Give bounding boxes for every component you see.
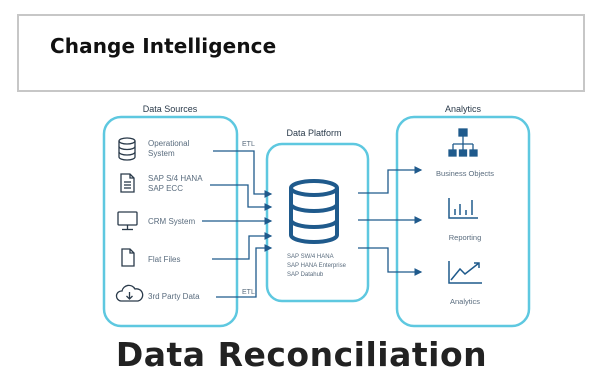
- footer-title: Data Reconciliation: [115, 335, 488, 374]
- source-label-flat-files: Flat Files: [148, 255, 180, 264]
- platform-item-3: SAP Datahub: [287, 272, 324, 278]
- source-label-sap-ecc: SAP ECC: [148, 184, 183, 193]
- sources-title: Data Sources: [143, 104, 198, 114]
- platform-title: Data Platform: [286, 128, 341, 138]
- connector-operational: [213, 150, 273, 198]
- monitor-icon: [117, 211, 138, 231]
- source-label-crm: CRM System: [148, 217, 195, 226]
- source-label-operational: Operational: [148, 139, 190, 148]
- platform-item-2: SAP HANA Enterprise: [287, 263, 347, 269]
- hierarchy-icon: [448, 128, 478, 157]
- analytics-title: Analytics: [445, 104, 482, 114]
- connector-analytics: [358, 247, 423, 276]
- cloud-download-icon: [115, 284, 144, 302]
- source-label-operational-2: System: [148, 149, 175, 158]
- bar-chart-icon: [448, 198, 478, 219]
- analytics-label-analytics: Analytics: [450, 297, 480, 306]
- etl-label-top: ETL: [242, 141, 255, 148]
- source-label-third-party: 3rd Party Data: [148, 292, 200, 301]
- document-icon: [120, 173, 135, 193]
- connector-sap: [210, 184, 273, 211]
- header-box: [17, 14, 585, 92]
- analytics-label-business-objects: Business Objects: [436, 169, 494, 178]
- file-icon: [121, 248, 135, 267]
- etl-label-bottom: ETL: [242, 289, 255, 296]
- analytics-box: [395, 115, 531, 328]
- analytics-label-reporting: Reporting: [449, 233, 482, 242]
- connector-third-party: [216, 244, 273, 298]
- platform-database-icon: [289, 179, 339, 244]
- page-title: Change Intelligence: [50, 34, 277, 58]
- database-icon: [118, 137, 136, 161]
- line-chart-icon: [448, 261, 482, 284]
- platform-item-1: SAP SW/4 HANA: [287, 254, 334, 260]
- connector-flat-files: [212, 232, 273, 260]
- source-label-sap-hana: SAP S/4 HANA: [148, 174, 203, 183]
- connector-business-objects: [358, 166, 423, 194]
